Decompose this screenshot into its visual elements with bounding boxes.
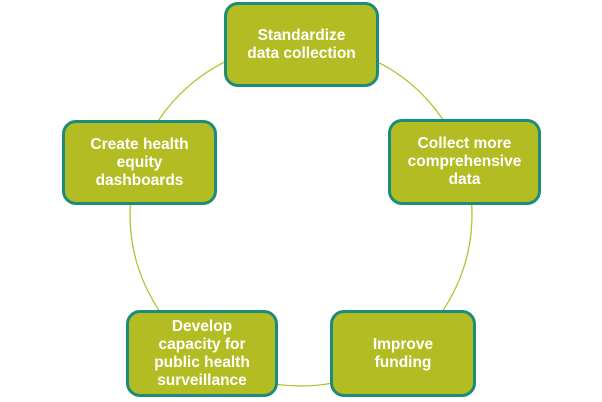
node-collect-more-comprehensive-data: Collect more comprehensive data bbox=[388, 119, 541, 205]
node-standardize-data-collection: Standardize data collection bbox=[224, 2, 379, 87]
node-develop-capacity-surveillance: Develop capacity for public health surve… bbox=[126, 310, 278, 397]
node-improve-funding: Improve funding bbox=[330, 310, 476, 397]
node-create-health-equity-dashboards: Create health equity dashboards bbox=[62, 120, 217, 205]
